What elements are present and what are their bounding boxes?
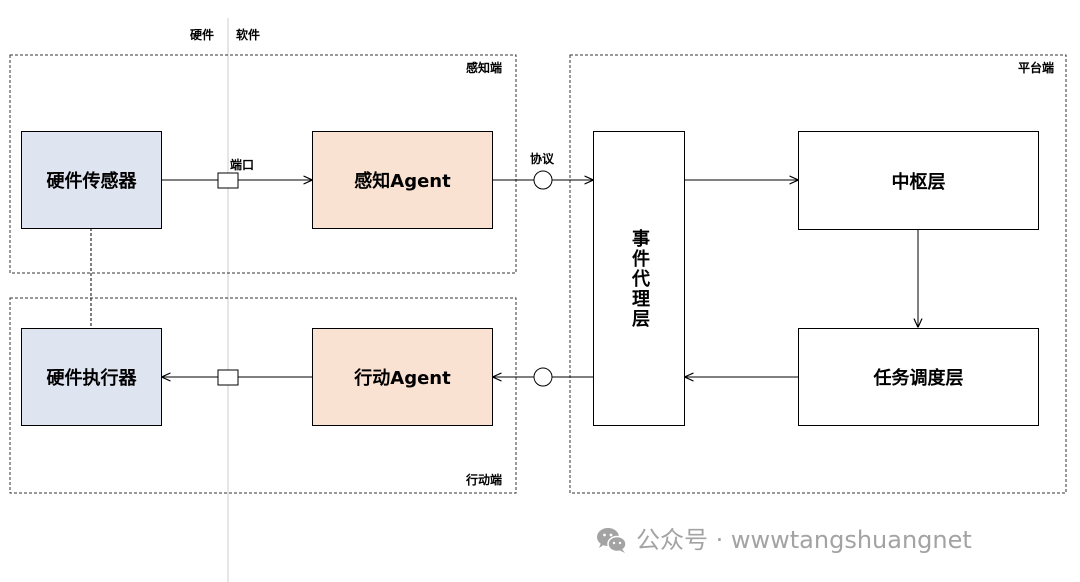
action-region-border [9,297,517,494]
port-label: 端口 [230,158,255,172]
watermark-text: 公众号 · wwwtangshuangnet [636,526,972,554]
sensor-port [217,172,239,189]
perception-region-border [9,54,517,274]
event-proxy-layer-node: 事件代理层 [593,131,685,426]
perception-protocol [533,170,553,190]
hardware-sensor-node: 硬件传感器 [21,131,162,229]
perception-region-label: 感知端 [466,61,503,75]
hardware-column-label: 硬件 [190,28,215,42]
platform-region-label: 平台端 [1018,61,1055,75]
watermark: 公众号 · wwwtangshuangnet [594,522,972,558]
platform-region-border [569,54,1067,494]
hardware-actuator-node: 硬件执行器 [21,328,162,426]
actuator-port [217,369,239,386]
hub-layer-node: 中枢层 [798,131,1039,230]
wechat-icon [597,528,627,553]
action-region-label: 行动端 [466,473,503,487]
task-scheduling-layer-node: 任务调度层 [798,328,1039,426]
perception-agent-node: 感知Agent [312,131,493,229]
action-agent-node: 行动Agent [312,328,493,426]
action-protocol [533,367,553,387]
protocol-label: 协议 [530,152,555,166]
software-column-label: 软件 [236,28,261,42]
